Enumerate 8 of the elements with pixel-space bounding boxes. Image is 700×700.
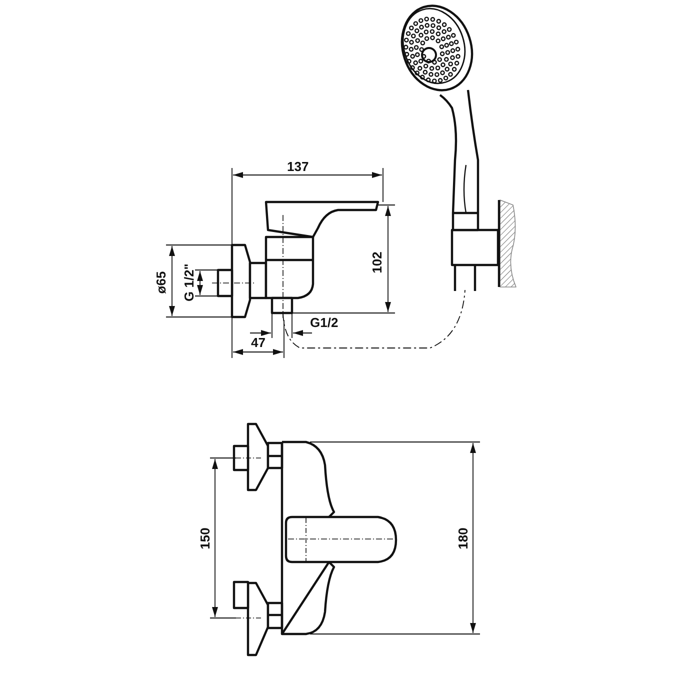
dimension-label: G1/2 — [310, 316, 338, 328]
dimension-label: 102 — [370, 251, 384, 273]
dimension-label: 150 — [198, 527, 212, 549]
dimension-label: G 1/2" — [182, 263, 196, 301]
dimension-label: 180 — [456, 527, 470, 549]
dimension-label: ø65 — [154, 270, 168, 294]
dimension-label: 47 — [251, 336, 266, 348]
dimension-label: 137 — [287, 160, 309, 172]
